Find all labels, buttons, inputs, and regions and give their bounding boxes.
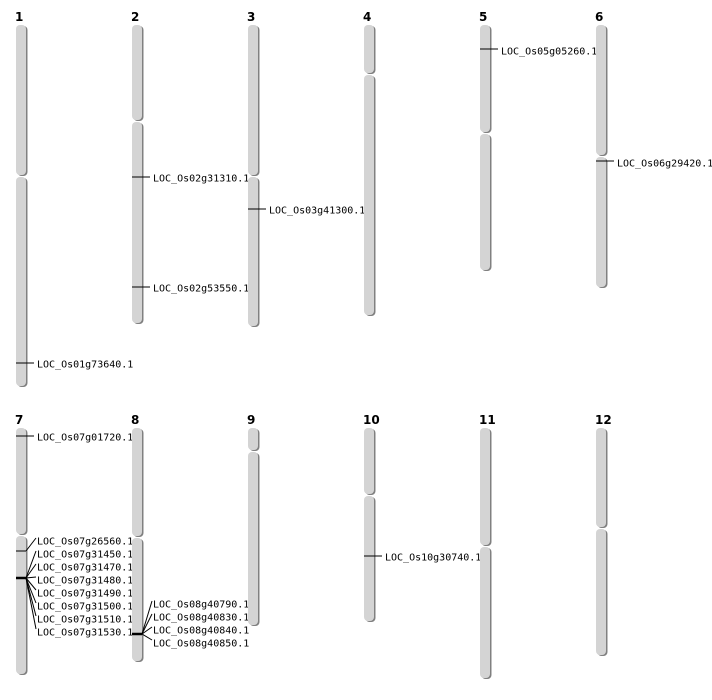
gene-leader-line — [25, 577, 37, 630]
gene-label[interactable]: LOC_Os07g31480.1 — [37, 576, 133, 587]
gene-label[interactable]: LOC_Os05g05260.1 — [501, 47, 597, 58]
chromosome-short-arm[interactable] — [364, 428, 374, 494]
chromosome-short-arm[interactable] — [480, 25, 490, 132]
gene-leader-line — [25, 576, 37, 579]
chromosome-long-arm[interactable] — [248, 177, 258, 326]
gene-label[interactable]: LOC_Os08g40830.1 — [153, 613, 249, 624]
gene-label[interactable]: LOC_Os07g31530.1 — [37, 628, 133, 639]
gene-label[interactable]: LOC_Os10g30740.1 — [385, 553, 481, 564]
gene-label[interactable]: LOC_Os07g31450.1 — [37, 550, 133, 561]
chromosome-long-arm[interactable] — [596, 157, 606, 287]
gene-label[interactable]: LOC_Os02g53550.1 — [153, 284, 249, 295]
gene-label[interactable]: LOC_Os02g31310.1 — [153, 174, 249, 185]
gene-label[interactable]: LOC_Os01g73640.1 — [37, 360, 133, 371]
chromosome-number: 7 — [15, 413, 23, 427]
chromosome-long-arm[interactable] — [364, 496, 374, 621]
gene-label[interactable]: LOC_Os03g41300.1 — [269, 206, 365, 217]
gene-label[interactable]: LOC_Os08g40840.1 — [153, 626, 249, 637]
chromosome-number: 1 — [15, 10, 23, 24]
gene-leader-line — [141, 633, 153, 641]
gene-label[interactable]: LOC_Os07g31490.1 — [37, 589, 133, 600]
gene-leader-line — [25, 537, 37, 552]
gene-leader-line — [25, 563, 37, 579]
chromosome-number: 8 — [131, 413, 139, 427]
gene-leader-line — [141, 600, 153, 635]
chromosome-long-arm[interactable] — [132, 538, 142, 661]
chromosome-short-arm[interactable] — [596, 428, 606, 527]
chromosome-long-arm[interactable] — [480, 547, 490, 678]
chromosome-number: 10 — [363, 413, 380, 427]
gene-leader-line — [141, 613, 153, 635]
gene-label[interactable]: LOC_Os08g40790.1 — [153, 600, 249, 611]
chromosome-long-arm[interactable] — [248, 452, 258, 625]
chromosome-number: 2 — [131, 10, 139, 24]
chromosome-number: 9 — [247, 413, 255, 427]
chromosome-short-arm[interactable] — [132, 25, 142, 120]
chromosome-long-arm[interactable] — [132, 122, 142, 323]
chromosome-short-arm[interactable] — [132, 428, 142, 536]
chromosome-short-arm[interactable] — [480, 428, 490, 545]
gene-label[interactable]: LOC_Os07g31510.1 — [37, 615, 133, 626]
chromosome-long-arm[interactable] — [16, 536, 26, 674]
chromosome-number: 11 — [479, 413, 496, 427]
chromosome-number: 12 — [595, 413, 612, 427]
chromosome-long-arm[interactable] — [364, 75, 374, 315]
gene-label[interactable]: LOC_Os06g29420.1 — [617, 159, 712, 170]
chromosome-long-arm[interactable] — [596, 529, 606, 655]
chromosome-long-arm[interactable] — [16, 177, 26, 386]
gene-label[interactable]: LOC_Os07g26560.1 — [37, 537, 133, 548]
chromosome-number: 4 — [363, 10, 371, 24]
chromosome-short-arm[interactable] — [596, 25, 606, 155]
chromosome-number: 3 — [247, 10, 255, 24]
gene-leader-line — [25, 577, 37, 591]
chromosome-short-arm[interactable] — [248, 428, 258, 450]
gene-label[interactable]: LOC_Os07g01720.1 — [37, 433, 133, 444]
gene-leader-line — [141, 626, 153, 635]
gene-leader-line — [25, 550, 37, 579]
chromosome-short-arm[interactable] — [16, 25, 26, 175]
chromosome-long-arm[interactable] — [480, 134, 490, 270]
chromosome-number: 5 — [479, 10, 487, 24]
gene-label[interactable]: LOC_Os07g31470.1 — [37, 563, 133, 574]
chromosome-number: 6 — [595, 10, 603, 24]
chromosome-short-arm[interactable] — [248, 25, 258, 175]
chromosome-short-arm[interactable] — [16, 428, 26, 534]
chromosome-short-arm[interactable] — [364, 25, 374, 73]
gene-label[interactable]: LOC_Os08g40850.1 — [153, 639, 249, 650]
gene-leader-line — [25, 577, 37, 604]
gene-label[interactable]: LOC_Os07g31500.1 — [37, 602, 133, 613]
